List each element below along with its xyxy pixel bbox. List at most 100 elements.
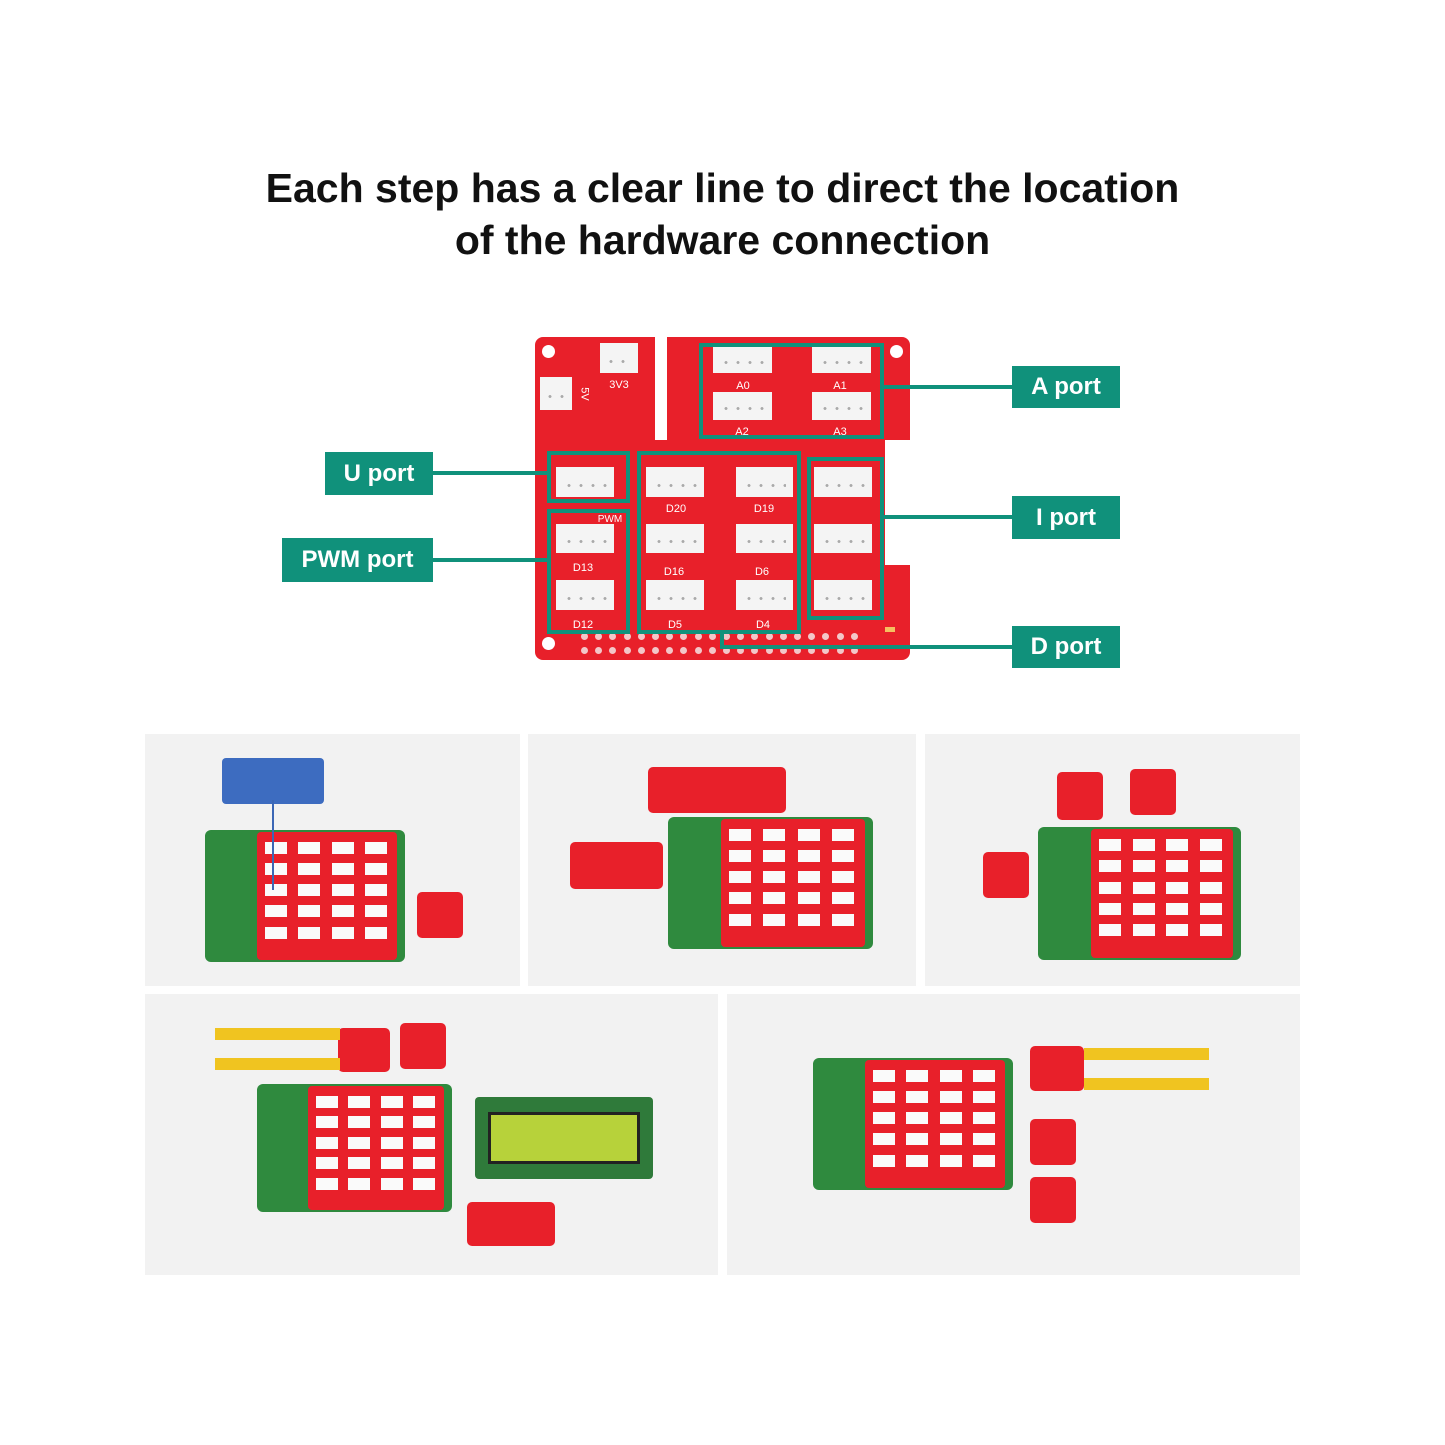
mini-connector [348,1177,371,1190]
u-port-highlight [547,451,630,503]
humidity-sensor-module [467,1202,555,1246]
gpio-pin [723,647,730,654]
gpio-pin [609,633,617,640]
mini-connector [939,1091,962,1104]
label-d5: D5 [667,619,683,631]
button-module [1030,1177,1076,1223]
mini-connector [873,1133,895,1146]
pwm-port-leader [433,558,548,562]
mini-connector [365,842,387,854]
gpio-pin [794,633,801,640]
mini-connector [763,913,786,926]
mini-connector [763,871,786,884]
mini-connector [973,1070,995,1082]
mini-connector [1098,839,1121,851]
mini-connector [298,926,321,939]
mini-connector [831,850,854,863]
d-port-callout: D port [1012,626,1120,668]
mini-connector [831,913,854,926]
mini-connector [1132,902,1155,915]
mini-connector [365,926,387,939]
mini-connector [939,1133,962,1146]
mini-connector [298,905,321,918]
mini-connector [380,1116,403,1129]
buzzer-module [1130,769,1176,815]
gpio-pin [808,647,816,654]
grove-connector [736,524,793,553]
mount-hole [542,637,555,650]
grove-connector [646,524,704,553]
mini-connector [973,1091,995,1104]
mini-connector [1098,902,1121,915]
mini-connector [365,863,387,876]
mini-connector [939,1112,962,1125]
mini-connector [1166,860,1189,873]
a-port-leader [883,385,1013,389]
mini-connector [831,871,854,884]
mini-connector [331,884,354,897]
mini-connector [265,863,287,876]
mini-connector [413,1116,436,1129]
mini-connector [365,884,387,897]
gpio-pin [723,633,730,640]
mini-connector [1200,839,1223,851]
mini-connector [939,1154,962,1167]
soil-probe [1084,1078,1209,1090]
mini-connector [1200,860,1223,873]
mini-connector [1098,860,1121,873]
mini-connector [413,1157,436,1170]
gpio-pin [850,647,858,654]
mini-connector [380,1157,403,1170]
mini-connector [973,1112,995,1125]
headline-line-2: of the hardware connection [454,217,991,263]
mini-connector [906,1154,929,1167]
grove-connector [736,467,793,497]
grove-connector [812,347,871,373]
soil-sensor-module [1030,1046,1084,1091]
mini-connector [348,1157,371,1170]
gpio-pin [836,647,844,654]
mini-connector [1166,881,1189,894]
mini-connector [315,1096,338,1108]
gpio-pin [751,647,759,654]
label-d20: D20 [665,503,687,515]
mount-hole [542,345,555,358]
mini-connector [973,1133,995,1146]
label-3v3: 3V3 [609,379,629,391]
sensor-module [400,1023,446,1069]
gpio-pin [623,633,631,640]
mini-connector [873,1154,895,1167]
mini-connector [939,1070,962,1082]
mini-connector [265,905,287,918]
mini-connector [763,892,786,905]
grove-connector [812,392,871,420]
mini-connector [298,863,321,876]
pwm-port-callout: PWM port [282,538,433,582]
label-d16: D16 [663,566,685,578]
label-d19: D19 [753,503,775,515]
mini-connector [331,842,354,854]
oled-module [570,842,663,889]
soil-probe [215,1028,340,1040]
mini-connector [315,1157,338,1170]
gpio-pin [765,647,773,654]
mini-connector [797,913,820,926]
button-module [417,892,463,938]
mini-connector [265,926,287,939]
gpio-pin [822,647,830,654]
wire [272,800,276,890]
mini-connector [348,1116,371,1129]
mount-hole [890,345,903,358]
led-module [1030,1119,1076,1165]
gpio-pin [652,633,659,640]
mini-connector [873,1112,895,1125]
gpio-pin [737,647,745,654]
gpio-pin [652,647,659,654]
gpio-pin [666,633,674,640]
soil-probe [215,1058,340,1070]
mini-connector [729,850,752,863]
i-port-highlight [807,457,884,620]
label-a1: A1 [833,380,847,392]
grove-connector [646,467,704,497]
mini-connector [1132,839,1155,851]
